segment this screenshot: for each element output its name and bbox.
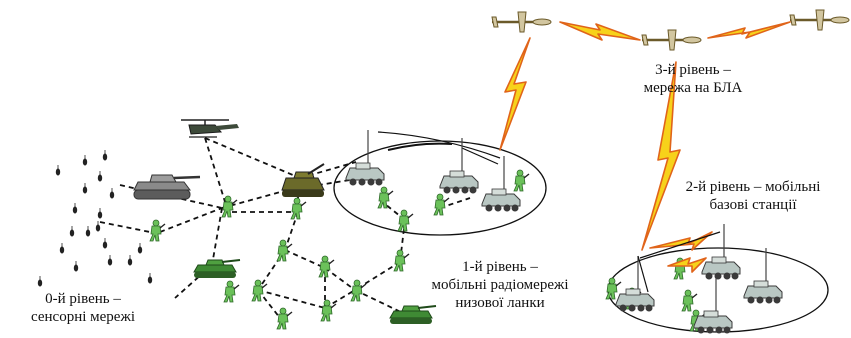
base-station-icon — [345, 129, 521, 213]
level1-line3: низової ланки — [455, 295, 545, 311]
radio-link-arc — [377, 131, 501, 159]
level0-line2: сенсорні мережі — [31, 309, 135, 325]
level2-label: 2-й рівень – мобільні базові станції — [660, 178, 846, 214]
level3-label: 3-й рівень – мережа на БЛА — [618, 61, 768, 97]
level3-line1: 3-й рівень – — [655, 62, 731, 78]
artillery-vehicle-icon — [281, 163, 325, 197]
lightning-link-icon — [499, 21, 791, 273]
level0-label: 0-й рівень – сенсорні мережі — [8, 290, 158, 326]
helicopter-icon — [181, 119, 239, 138]
sensor-icon — [37, 149, 153, 287]
level0-line1: 0-й рівень – — [45, 291, 121, 307]
tank-icon — [133, 174, 201, 200]
level1-line2: мобільні радіомережі — [431, 277, 569, 293]
level3-line2: мережа на БЛА — [643, 80, 743, 96]
level2-line1: 2-й рівень – мобільні — [685, 179, 821, 195]
level1-line1: 1-й рівень – — [462, 259, 538, 275]
radio-link-lines — [637, 231, 721, 293]
level2-line2: базові станції — [709, 197, 797, 213]
tank-icon — [193, 259, 241, 279]
level1-label: 1-й рівень – мобільні радіомережі низово… — [410, 258, 590, 312]
uav-icon — [490, 8, 851, 52]
radio-link-arc — [461, 147, 499, 165]
radio-link-arc — [387, 142, 453, 151]
